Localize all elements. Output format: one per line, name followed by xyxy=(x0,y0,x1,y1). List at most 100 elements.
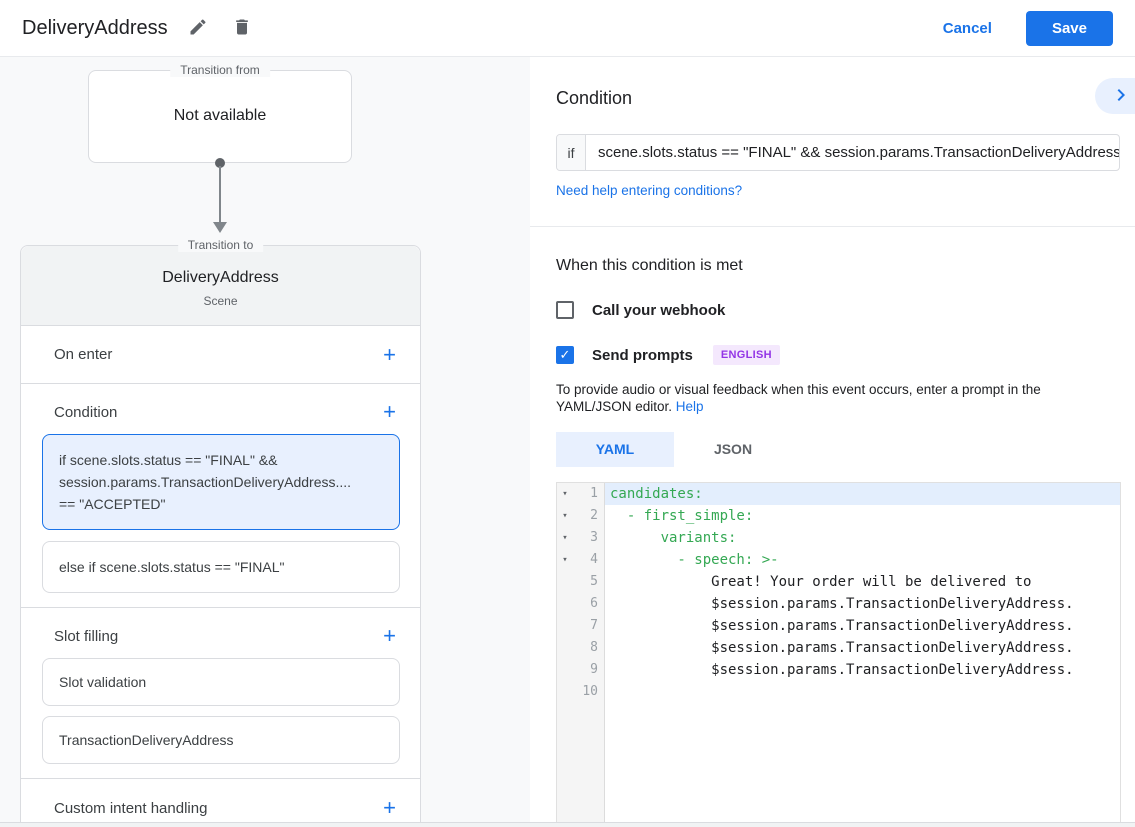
fold-spacer xyxy=(557,681,573,703)
slot-filling-section-header: Slot filling + xyxy=(21,608,420,658)
slot-filling-label: Slot filling xyxy=(54,627,119,645)
condition-heading: Condition xyxy=(556,88,633,108)
condition-item-line: == "ACCEPTED" xyxy=(59,496,166,512)
tab-json[interactable]: JSON xyxy=(713,441,753,457)
code-line[interactable]: ▾ 4 - speech: >- xyxy=(557,549,1120,571)
condition-section-body: if scene.slots.status == "FINAL" && sess… xyxy=(21,434,420,608)
line-number: 4 xyxy=(573,549,605,571)
condition-item-line: else if scene.slots.status == "FINAL" xyxy=(59,559,285,575)
code-line[interactable]: ▾ 3 variants: xyxy=(557,527,1120,549)
connector-dot xyxy=(215,158,225,168)
cancel-button[interactable]: Cancel xyxy=(942,19,992,37)
code-line[interactable]: 9 $session.params.TransactionDeliveryAdd… xyxy=(557,659,1120,681)
code-line[interactable]: 5 Great! Your order will be delivered to xyxy=(557,571,1120,593)
slot-item[interactable]: TransactionDeliveryAddress xyxy=(42,716,400,764)
connector-line xyxy=(219,166,221,222)
delete-scene-button[interactable] xyxy=(228,13,256,44)
edit-title-button[interactable] xyxy=(184,13,212,44)
custom-intent-section: Custom intent handling + xyxy=(21,779,420,827)
line-number: 9 xyxy=(573,659,605,681)
send-prompts-row: ✓ Send prompts ENGLISH xyxy=(556,345,1135,365)
code-text: $session.params.TransactionDeliveryAddre… xyxy=(610,618,1074,634)
check-icon: ✓ xyxy=(559,347,571,362)
page-title: DeliveryAddress xyxy=(22,16,168,39)
transition-from-value: Not available xyxy=(173,107,267,124)
slot-validation-item[interactable]: Slot validation xyxy=(42,658,400,706)
fold-spacer xyxy=(557,571,573,593)
code-text: $session.params.TransactionDeliveryAddre… xyxy=(610,640,1074,656)
scene-card-header: DeliveryAddress Scene xyxy=(21,246,420,326)
call-webhook-label: Call your webhook xyxy=(592,301,726,319)
main-content: Transition from Not available Transition… xyxy=(0,57,1135,827)
save-button[interactable]: Save xyxy=(1025,10,1113,46)
fold-spacer xyxy=(557,593,573,615)
call-webhook-checkbox[interactable] xyxy=(556,301,574,319)
code-line[interactable]: 7 $session.params.TransactionDeliveryAdd… xyxy=(557,615,1120,637)
yaml-code-editor[interactable]: ▾ 1 candidates: ▾ 2 - first_simple: ▾ 3 … xyxy=(556,482,1121,827)
code-line[interactable]: 6 $session.params.TransactionDeliveryAdd… xyxy=(557,593,1120,615)
code-text xyxy=(605,681,1120,703)
condition-item-line: session.params.TransactionDeliveryAddres… xyxy=(59,474,352,490)
line-number: 3 xyxy=(573,527,605,549)
code-text: $session.params.TransactionDeliveryAddre… xyxy=(610,596,1074,612)
tab-yaml[interactable]: YAML xyxy=(556,432,674,467)
code-text: $session.params.TransactionDeliveryAddre… xyxy=(610,662,1074,678)
fold-arrow-icon[interactable]: ▾ xyxy=(557,505,573,527)
trash-icon xyxy=(232,17,252,40)
conditions-help-link[interactable]: Need help entering conditions? xyxy=(556,183,743,198)
condition-expression-input[interactable]: scene.slots.status == "FINAL" && session… xyxy=(598,144,1119,161)
line-number: 10 xyxy=(573,681,605,703)
fold-spacer xyxy=(557,659,573,681)
line-number: 6 xyxy=(573,593,605,615)
line-number: 1 xyxy=(573,483,605,505)
transition-from-legend: Transition from xyxy=(170,63,270,77)
arrow-down-icon xyxy=(213,222,227,233)
add-slot-button[interactable]: + xyxy=(383,623,396,648)
prompt-description-text: To provide audio or visual feedback when… xyxy=(556,382,1041,414)
code-line[interactable]: ▾ 2 - first_simple: xyxy=(557,505,1120,527)
topbar-actions: Cancel Save xyxy=(942,10,1113,46)
transition-from-box: Transition from Not available xyxy=(88,63,352,163)
condition-label: Condition xyxy=(54,403,118,421)
code-text: - speech: >- xyxy=(610,552,779,568)
scene-name: DeliveryAddress xyxy=(162,269,279,286)
add-on-enter-button[interactable]: + xyxy=(383,341,396,367)
top-bar: DeliveryAddress Cancel Save xyxy=(0,0,1135,57)
fold-arrow-icon[interactable]: ▾ xyxy=(557,527,573,549)
send-prompts-checkbox[interactable]: ✓ xyxy=(556,346,574,364)
collapse-panel-button[interactable] xyxy=(1095,78,1135,114)
send-prompts-label: Send prompts xyxy=(592,346,693,364)
line-number: 8 xyxy=(573,637,605,659)
on-enter-section: On enter + xyxy=(21,326,420,384)
chevron-right-icon xyxy=(1109,83,1135,110)
editor-empty-area[interactable] xyxy=(557,703,1120,827)
condition-item[interactable]: else if scene.slots.status == "FINAL" xyxy=(42,541,400,593)
add-condition-button[interactable]: + xyxy=(383,399,396,424)
editor-tabs: YAML JSON xyxy=(556,432,1135,467)
code-line[interactable]: ▾ 1 candidates: xyxy=(557,483,1120,505)
scene-type-label: Scene xyxy=(203,294,238,308)
slot-filling-section-body: Slot validation TransactionDeliveryAddre… xyxy=(21,658,420,779)
flow-panel: Transition from Not available Transition… xyxy=(0,57,530,827)
if-prefix-label: if xyxy=(557,135,586,170)
condition-expression-row: if scene.slots.status == "FINAL" && sess… xyxy=(556,134,1120,171)
bottom-scroll-strip xyxy=(0,822,1135,827)
scene-card: Transition to DeliveryAddress Scene On e… xyxy=(20,238,421,827)
code-line[interactable]: 10 xyxy=(557,681,1120,703)
gutter-fill xyxy=(557,703,605,827)
condition-item-selected[interactable]: if scene.slots.status == "FINAL" && sess… xyxy=(42,434,400,530)
detail-panel: Condition if scene.slots.status == "FINA… xyxy=(530,57,1135,827)
transition-to-legend: Transition to xyxy=(177,238,264,252)
condition-section-header: Condition + xyxy=(21,384,420,434)
fold-arrow-icon[interactable]: ▾ xyxy=(557,549,573,571)
code-text: candidates: xyxy=(605,483,1120,505)
help-link[interactable]: Help xyxy=(675,399,704,414)
add-custom-intent-button[interactable]: + xyxy=(383,795,396,820)
panel-divider xyxy=(530,226,1135,227)
on-enter-label: On enter xyxy=(54,346,113,363)
fold-arrow-icon[interactable]: ▾ xyxy=(557,483,573,505)
prompt-description: To provide audio or visual feedback when… xyxy=(556,381,1116,415)
pencil-icon xyxy=(188,17,208,40)
code-line[interactable]: 8 $session.params.TransactionDeliveryAdd… xyxy=(557,637,1120,659)
